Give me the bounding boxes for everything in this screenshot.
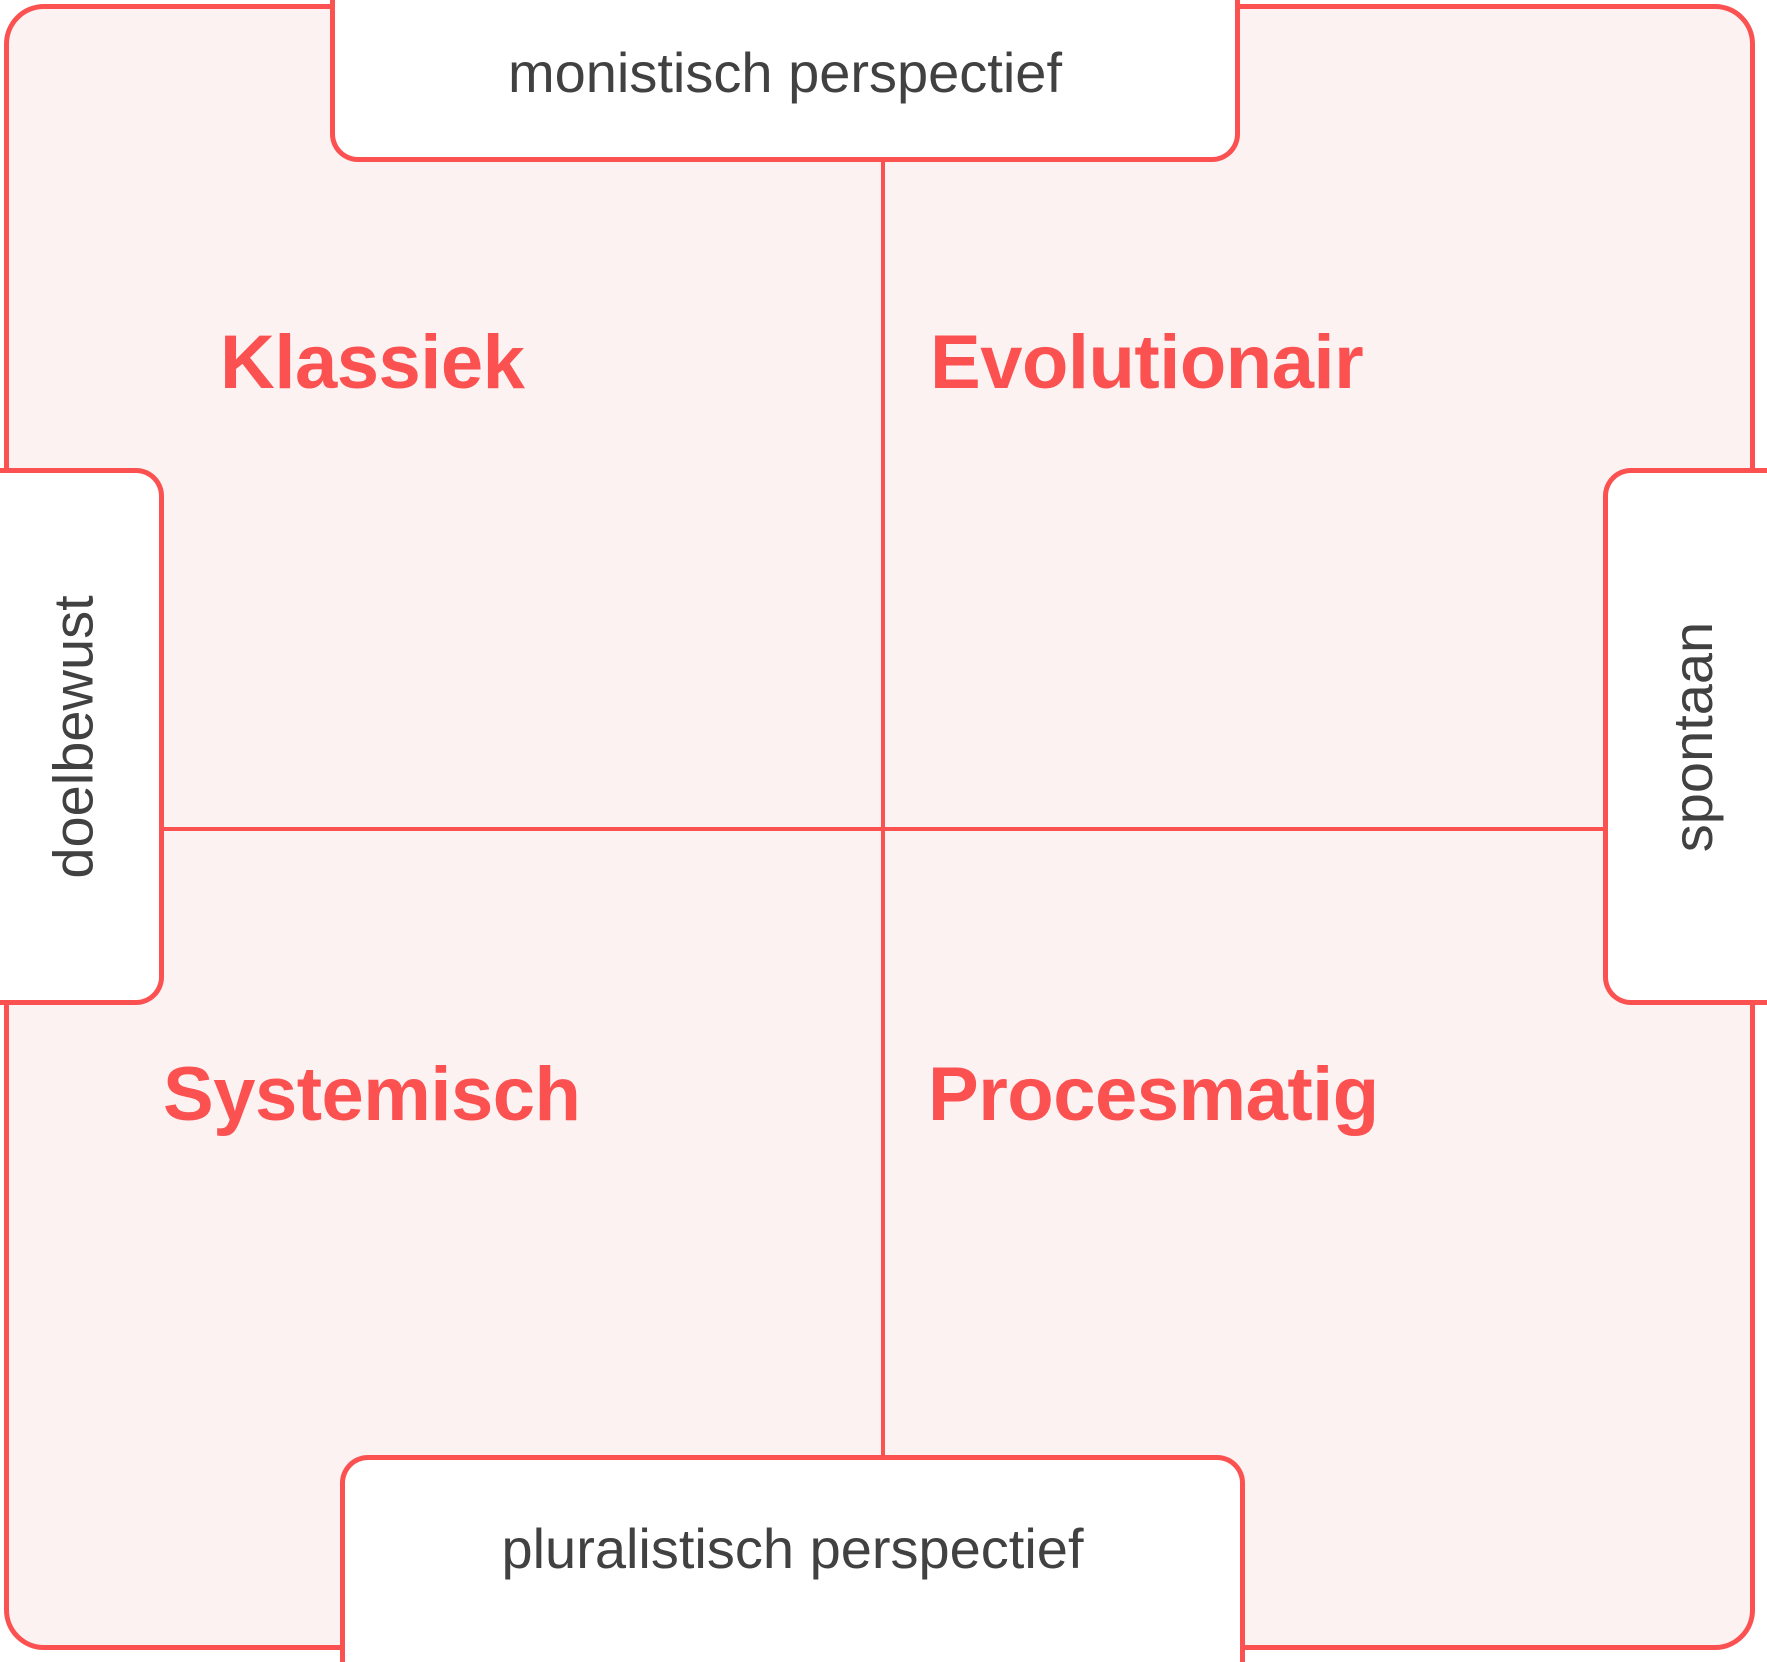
quadrant-label-top-left: Klassiek [220,320,525,405]
axis-label-bottom: pluralistisch perspectief [340,1455,1245,1662]
axis-label-top: monistisch perspectief [330,0,1240,162]
vertical-axis-line [881,158,885,1458]
axis-label-right-text: spontaan [1661,621,1725,852]
quadrant-label-bottom-right: Procesmatig [928,1052,1379,1137]
horizontal-axis-line [160,827,1607,831]
axis-label-right: spontaan [1603,468,1767,1005]
quadrant-label-top-right: Evolutionair [930,320,1364,405]
axis-label-left: doelbewust [0,468,164,1005]
quadrant-label-bottom-left: Systemisch [163,1052,581,1137]
axis-label-left-text: doelbewust [41,594,105,879]
axis-label-bottom-text: pluralistisch perspectief [501,1516,1084,1580]
axis-label-top-text: monistisch perspectief [507,40,1062,104]
